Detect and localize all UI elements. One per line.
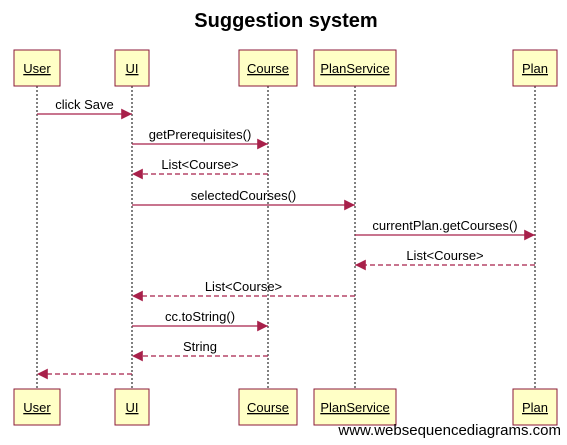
message-label: cc.toString() — [165, 309, 235, 324]
participant-label: UI — [126, 400, 139, 415]
participant-label: UI — [126, 61, 139, 76]
participant-label: User — [23, 61, 51, 76]
participant-box — [13, 388, 61, 426]
participant-box — [114, 388, 150, 426]
message-label: click Save — [55, 97, 114, 112]
participant-box — [313, 49, 397, 87]
message-label: List<Course> — [205, 279, 282, 294]
participant-boxes: UserUserUIUICourseCoursePlanServicePlanS… — [13, 49, 558, 426]
participant-label: User — [23, 400, 51, 415]
message-label: String — [183, 339, 217, 354]
participant-label: Plan — [522, 61, 548, 76]
messages: click Save getPrerequisites() List<Course>… — [37, 97, 535, 380]
credit-text: www.websequencediagrams.com — [338, 422, 561, 439]
participant-box — [512, 49, 558, 87]
participant-user-bottom: User — [13, 388, 61, 426]
message-5: currentPlan.getCourses() — [355, 218, 535, 241]
message-3: List<Course> — [132, 157, 268, 180]
participant-plan-bottom: Plan — [512, 388, 558, 426]
message-7: List<Course> — [132, 279, 355, 302]
participant-label: PlanService — [320, 400, 389, 415]
participant-user-top: User — [13, 49, 61, 87]
participant-box — [238, 49, 298, 87]
participant-course-top: Course — [238, 49, 298, 87]
participant-ui-top: UI — [114, 49, 150, 87]
message-label: List<Course> — [161, 157, 238, 172]
participant-box — [114, 49, 150, 87]
message-1: click Save — [37, 97, 132, 120]
message-8: cc.toString() — [132, 309, 268, 332]
message-label: List<Course> — [406, 248, 483, 263]
participant-box — [313, 388, 397, 426]
participant-label: Course — [247, 61, 289, 76]
message-label: currentPlan.getCourses() — [372, 218, 517, 233]
participant-planservice-bottom: PlanService — [313, 388, 397, 426]
message-4: selectedCourses() — [132, 188, 355, 211]
participant-planservice-top: PlanService — [313, 49, 397, 87]
diagram-title: Suggestion system — [194, 10, 377, 32]
participant-plan-top: Plan — [512, 49, 558, 87]
participant-box — [512, 388, 558, 426]
message-6: List<Course> — [355, 248, 535, 271]
lifelines — [36, 86, 536, 389]
participant-course-bottom: Course — [238, 388, 298, 426]
message-label: selectedCourses() — [191, 188, 297, 203]
message-9: String — [132, 339, 268, 362]
participant-ui-bottom: UI — [114, 388, 150, 426]
participant-label: PlanService — [320, 61, 389, 76]
message-label: getPrerequisites() — [149, 127, 252, 142]
message-2: getPrerequisites() — [132, 127, 268, 150]
participant-box — [13, 49, 61, 87]
participant-box — [238, 388, 298, 426]
participant-label: Plan — [522, 400, 548, 415]
participant-label: Course — [247, 400, 289, 415]
